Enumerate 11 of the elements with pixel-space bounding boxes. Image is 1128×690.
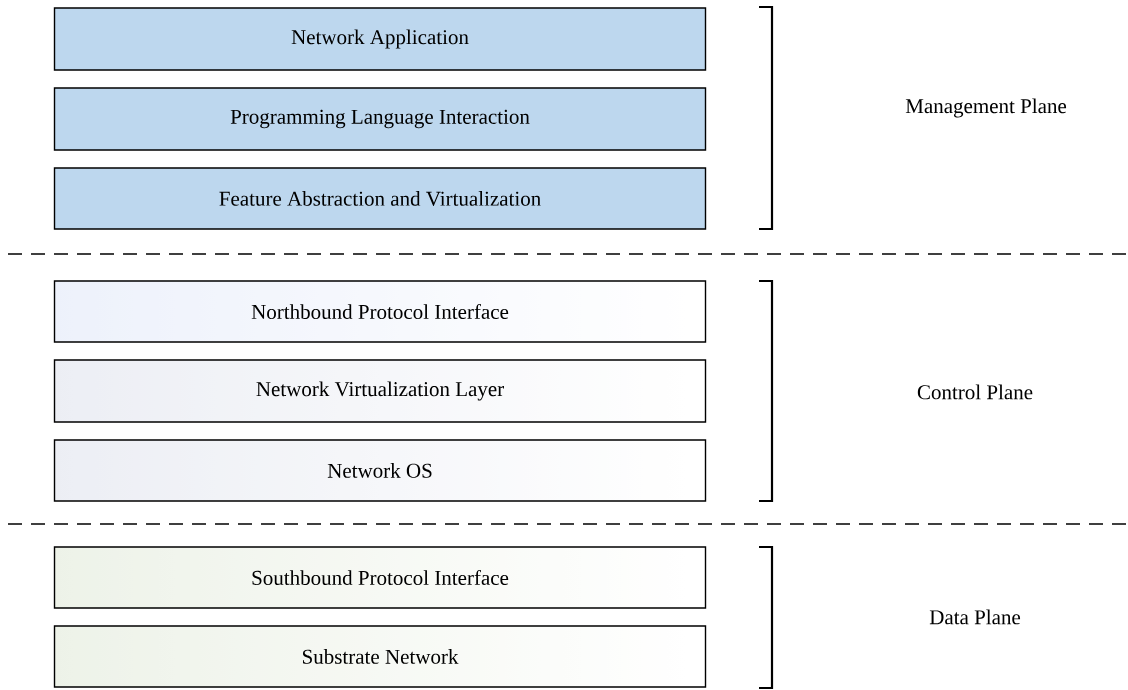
plane-label: Management Plane	[905, 98, 1067, 118]
layer-box: Southbound Protocol Interface	[53, 546, 707, 609]
layer-box: Network OS	[53, 439, 707, 502]
plane-label: Control Plane	[917, 384, 1033, 400]
layer-box: Substrate Network	[53, 625, 707, 688]
plane-label: Data Plane	[929, 609, 1021, 625]
layer-box: Network Virtualization Layer	[53, 359, 707, 423]
layer-box: Feature Abstraction and Virtualization	[53, 167, 707, 230]
layer-box: Network Application	[53, 7, 707, 71]
layer-box: Northbound Protocol Interface	[53, 280, 707, 343]
layer-box: Programming Language Interaction	[53, 87, 707, 151]
